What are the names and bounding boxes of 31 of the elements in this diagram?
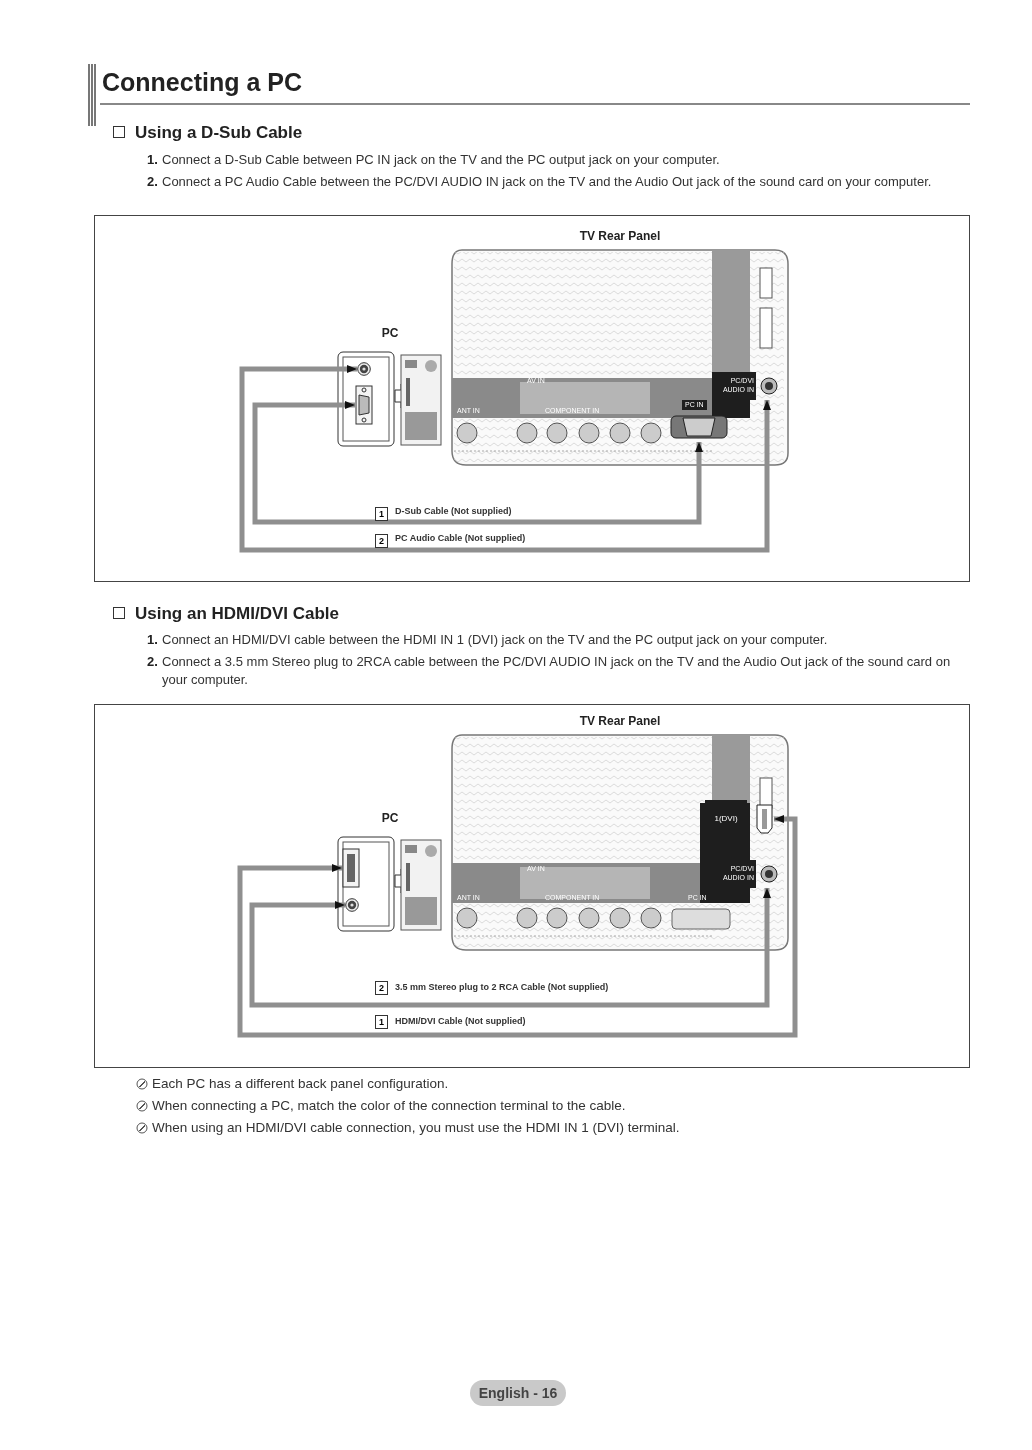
page-number-badge: English - 16 xyxy=(470,1380,566,1406)
note-text: Each PC has a different back panel configuration. xyxy=(152,1075,449,1093)
pc-label: PC xyxy=(380,810,400,826)
edge-label: PC Audio Cable (Not supplied) xyxy=(393,531,528,545)
pc-label: PC xyxy=(380,325,400,341)
cable-arrow xyxy=(249,888,771,1008)
callout-number: 1 xyxy=(375,507,388,521)
step-text: Connect a D-Sub Cable between PC IN jack on the TV and the PC output jack on your computer. xyxy=(162,151,721,169)
note-text: When using an HDMI/DVI cable connection, you must use the HDMI IN 1 (DVI) terminal. xyxy=(152,1119,680,1137)
cable-arrow xyxy=(237,815,798,1038)
page-title: Connecting a PC xyxy=(102,67,302,98)
step-number: 2. xyxy=(147,173,158,191)
callout-number: 2 xyxy=(375,534,388,548)
edge-label: HDMI/DVI Cable (Not supplied) xyxy=(393,1014,528,1028)
section-heading: Using an HDMI/DVI Cable xyxy=(135,603,340,625)
cable-arrow xyxy=(239,365,771,553)
panel-title: TV Rear Panel xyxy=(578,228,662,244)
callout-number: 2 xyxy=(375,981,388,995)
panel-title: TV Rear Panel xyxy=(578,713,662,729)
section-heading: Using a D-Sub Cable xyxy=(135,122,303,144)
edge-label: D-Sub Cable (Not supplied) xyxy=(393,504,514,518)
note-text: When connecting a PC, match the color of the connection terminal to the cable. xyxy=(152,1097,626,1115)
edge-label: 3.5 mm Stereo plug to 2 RCA Cable (Not supplied) xyxy=(393,980,611,994)
callout-number: 1 xyxy=(375,1015,388,1029)
step-number: 1. xyxy=(147,151,158,169)
step-text: Connect an HDMI/DVI cable between the HDMI IN 1 (DVI) jack on the TV and the PC output jack on your computer. xyxy=(162,631,829,649)
cable-arrow xyxy=(252,401,703,525)
step-text: Connect a 3.5 mm Stereo plug to 2RCA cable between the PC/DVI AUDIO IN jack on the TV and the Audio Out jack of the sound card on your computer. xyxy=(162,653,952,689)
step-text: Connect a PC Audio Cable between the PC/DVI AUDIO IN jack on the TV and the Audio Out jack of the sound card on your computer. xyxy=(162,173,933,191)
step-number: 2. xyxy=(147,653,158,671)
step-number: 1. xyxy=(147,631,158,649)
